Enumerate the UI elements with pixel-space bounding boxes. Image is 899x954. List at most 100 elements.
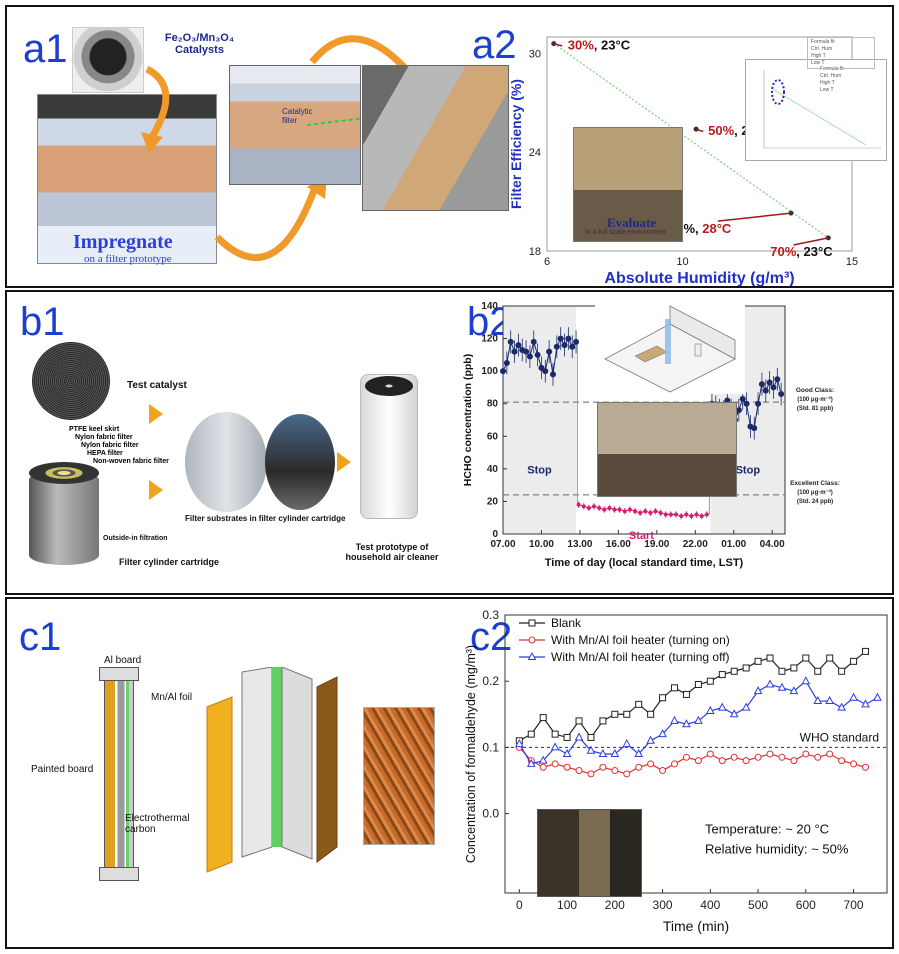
c2-marker-2-16 bbox=[705, 705, 715, 714]
green-foil bbox=[272, 667, 282, 847]
a2-xtick-2: 15 bbox=[846, 256, 858, 268]
b2-point-1-21 bbox=[684, 512, 689, 517]
air-cleaner-photo bbox=[360, 374, 418, 519]
c2-marker-2-30 bbox=[873, 692, 882, 701]
test-catalyst-label: Test catalyst bbox=[127, 380, 187, 391]
c2-marker-2-15 bbox=[694, 715, 703, 724]
b2-xlabel: Time of day (local standard time, LST) bbox=[545, 557, 744, 569]
b2-hline-label-1-2: (Std. 24 ppb) bbox=[797, 499, 833, 505]
c2-xtick-0: 0 bbox=[516, 898, 523, 912]
c2-marker-1-24 bbox=[802, 750, 810, 758]
c2-marker-1-19 bbox=[742, 757, 750, 765]
c2-marker-1-3 bbox=[551, 760, 559, 768]
c2-marker-2-13 bbox=[670, 715, 679, 724]
b2-point-1-25 bbox=[704, 512, 709, 517]
b2-xtick-3: 16.00 bbox=[606, 539, 631, 550]
c2-xlabel: Time (min) bbox=[663, 918, 729, 934]
b2-point-1-19 bbox=[674, 512, 679, 517]
a2-ylabel: Filter Efficiency (%) bbox=[508, 79, 524, 209]
c2-marker-2-20 bbox=[753, 686, 763, 695]
b2-hline-label-1-1: (100 μg·m⁻³) bbox=[797, 489, 833, 496]
panel-label-a1: a1 bbox=[23, 27, 68, 71]
c2-marker-1-2 bbox=[539, 763, 547, 771]
c2-marker-0-2 bbox=[539, 714, 547, 722]
layer-2: Nylon fabric filter bbox=[81, 442, 139, 449]
c2-xtick-5: 500 bbox=[748, 898, 768, 912]
b2-point-0-0 bbox=[500, 368, 506, 375]
c2-marker-0-12 bbox=[659, 694, 667, 702]
cartridge-drawing bbox=[29, 470, 99, 565]
c2-marker-2-22 bbox=[777, 682, 787, 691]
b2-point-1-4 bbox=[597, 505, 602, 510]
cartridge-label: Filter cylinder cartridge bbox=[119, 557, 220, 567]
c2-marker-0-5 bbox=[575, 717, 583, 725]
c2-marker-1-26 bbox=[826, 750, 834, 758]
arrow-jar-to-filter bbox=[145, 65, 170, 139]
b2-point-0-1 bbox=[503, 360, 510, 366]
b2-start-label: Start bbox=[629, 530, 654, 542]
a2-pointer-0 bbox=[553, 42, 563, 47]
c2-marker-0-9 bbox=[623, 710, 631, 718]
c2-marker-0-20 bbox=[754, 657, 762, 665]
b2-point-2-16 bbox=[770, 384, 777, 391]
c2-marker-2-14 bbox=[682, 719, 691, 728]
mounted-filter-photo bbox=[229, 65, 361, 185]
c2-marker-2-18 bbox=[729, 709, 739, 718]
mn-al-foil-label: Mn/Al foil bbox=[151, 692, 193, 703]
b2-ytick-2: 40 bbox=[487, 464, 499, 475]
c2-marker-2-10 bbox=[634, 748, 644, 757]
a2-annotation-3: 70%, 23°C bbox=[770, 244, 833, 259]
inset-legend: Formula fit Ctrl. Hum High T Low T bbox=[820, 66, 844, 94]
c2-marker-0-8 bbox=[611, 710, 619, 718]
c2-note-1: Relative humidity: ~ 50% bbox=[705, 841, 849, 856]
c2-xtick-2: 200 bbox=[605, 898, 625, 912]
board-cap-top bbox=[99, 667, 139, 681]
a2-pointer-1 bbox=[695, 128, 704, 133]
top-legend: Formula fit Ctrl. Hum High T Low T bbox=[807, 37, 875, 69]
c2-marker-1-17 bbox=[718, 757, 726, 765]
c2-marker-2-23 bbox=[789, 686, 799, 695]
a2-pointer-3 bbox=[793, 237, 829, 246]
b2-point-0-8 bbox=[530, 338, 537, 345]
c2-marker-0-1 bbox=[527, 730, 535, 738]
c2-marker-2-26 bbox=[825, 695, 835, 705]
b2-point-1-15 bbox=[653, 509, 658, 514]
b2-point-1-23 bbox=[694, 512, 699, 517]
c2-marker-0-29 bbox=[862, 647, 870, 655]
a2-xtick-0: 6 bbox=[544, 256, 550, 268]
b2-point-1-13 bbox=[643, 509, 648, 514]
b2-point-2-7 bbox=[735, 407, 742, 414]
evaluate-label: Evaluate bbox=[607, 215, 657, 230]
a2-ytick-0: 18 bbox=[529, 246, 541, 258]
b2-point-1-11 bbox=[633, 509, 638, 514]
c2-marker-1-22 bbox=[778, 753, 786, 761]
c2-marker-2-1 bbox=[526, 758, 536, 767]
c2-marker-1-11 bbox=[647, 760, 655, 768]
room-heater-photo bbox=[537, 809, 642, 897]
b2-point-1-2 bbox=[586, 505, 591, 510]
inset-legend-3: Low T bbox=[820, 87, 834, 93]
b2-point-1-6 bbox=[607, 505, 612, 510]
c2-marker-2-24 bbox=[801, 676, 811, 685]
catalyst-jar-photo bbox=[72, 27, 144, 93]
c2-marker-0-22 bbox=[778, 667, 786, 675]
b2-point-1-14 bbox=[648, 510, 653, 515]
c2-marker-1-27 bbox=[838, 757, 846, 765]
brown-board-right bbox=[316, 676, 338, 863]
b2-point-1-8 bbox=[617, 507, 622, 512]
b2-point-2-14 bbox=[762, 387, 769, 394]
outside-in-label: Outside-in filtration bbox=[103, 535, 168, 542]
c2-xtick-7: 700 bbox=[844, 898, 864, 912]
b2-hline-label-1-0: Excellent Class: bbox=[790, 480, 840, 487]
c2-legend-label-0: Blank bbox=[551, 616, 582, 630]
b2-hline-label-0-1: (100 μg·m⁻³) bbox=[797, 396, 833, 403]
a2-ytick-2: 30 bbox=[529, 48, 541, 60]
c2-marker-0-18 bbox=[730, 667, 738, 675]
b2-point-2-12 bbox=[755, 400, 762, 407]
catalytic-filter-label: Catalytic filter bbox=[282, 107, 313, 125]
c2-marker-0-21 bbox=[766, 654, 774, 662]
layer-3: HEPA filter bbox=[87, 450, 123, 457]
b2-point-2-9 bbox=[743, 400, 750, 407]
